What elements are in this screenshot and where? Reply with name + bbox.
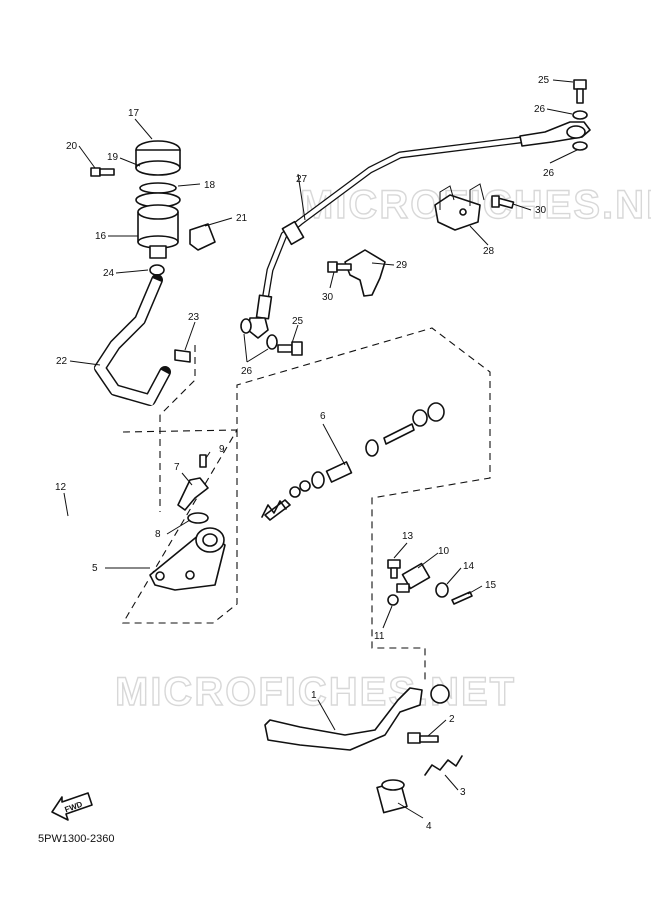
callout-5: 5 <box>92 563 98 574</box>
brake-pedal <box>264 687 423 751</box>
washer-26-left-b <box>266 334 278 350</box>
callout-18: 18 <box>204 180 216 191</box>
hose-clip-23 <box>174 349 191 363</box>
washer-26-top <box>572 110 588 120</box>
callout-19: 19 <box>107 152 119 163</box>
reservoir-bracket <box>189 223 216 251</box>
master-cylinder <box>149 527 226 591</box>
diagram-code: 5PW1300-2360 <box>38 833 114 845</box>
washer-14 <box>435 582 449 598</box>
washer-26-bottom <box>572 141 588 151</box>
pedal-pivot <box>430 684 450 704</box>
callout-17: 17 <box>128 108 140 119</box>
callout-24: 24 <box>103 268 115 279</box>
callout-22: 22 <box>56 356 68 367</box>
callout-27: 27 <box>296 174 308 185</box>
callout-20: 20 <box>66 141 78 152</box>
pivot-bolt-2 <box>407 732 439 744</box>
callout-26-right: 26 <box>543 168 555 179</box>
hose-bracket <box>344 249 386 297</box>
screw-9 <box>199 454 207 468</box>
bracket-28 <box>434 183 485 231</box>
fwd-arrow: FWD <box>51 792 93 821</box>
reservoir <box>135 140 181 276</box>
callout-26-left: 26 <box>241 366 253 377</box>
callout-12: 12 <box>55 482 67 493</box>
callout-29: 29 <box>396 260 408 271</box>
callout-14: 14 <box>463 561 475 572</box>
washer-26-left-a <box>240 318 252 334</box>
hose-joint-7 <box>177 477 209 511</box>
piston-spring <box>261 500 287 518</box>
clevis-10 <box>396 562 431 593</box>
bolt-25-left <box>277 341 303 356</box>
callout-15: 15 <box>485 580 497 591</box>
callout-23: 23 <box>188 312 200 323</box>
callout-7: 7 <box>174 462 180 473</box>
assembly-outline <box>122 327 491 680</box>
callout-16: 16 <box>95 231 107 242</box>
callout-10: 10 <box>438 546 450 557</box>
callout-2: 2 <box>449 714 455 725</box>
screw-20 <box>90 167 115 177</box>
reservoir-link-outline <box>159 345 196 512</box>
pin-13 <box>387 559 401 579</box>
callout-26-top: 26 <box>534 104 546 115</box>
bolt-30-b <box>327 261 352 273</box>
return-spring-3 <box>424 755 463 776</box>
callout-8: 8 <box>155 529 161 540</box>
callout-3: 3 <box>460 787 466 798</box>
callout-21: 21 <box>236 213 248 224</box>
callout-25-top: 25 <box>538 75 550 86</box>
cotter-pin-15 <box>451 591 473 605</box>
callout-11: 11 <box>374 631 385 642</box>
reservoir-hose-inner <box>94 278 169 406</box>
leader-lines <box>63 79 578 819</box>
callout-28: 28 <box>483 246 495 257</box>
o-ring-8 <box>187 512 209 524</box>
bolt-30-a <box>491 195 515 209</box>
callout-4: 4 <box>426 821 432 832</box>
bolt-25-top <box>573 79 587 104</box>
piston-kit <box>264 402 445 521</box>
brake-hose <box>247 121 591 339</box>
callout-6: 6 <box>320 411 326 422</box>
callout-30-right: 30 <box>535 205 547 216</box>
callout-13: 13 <box>402 531 414 542</box>
nut-11 <box>387 594 399 606</box>
callout-1: 1 <box>311 690 317 701</box>
callout-30-left: 30 <box>322 292 334 303</box>
bush-4 <box>376 779 408 814</box>
callout-25-left: 25 <box>292 316 304 327</box>
callout-9: 9 <box>219 444 225 455</box>
